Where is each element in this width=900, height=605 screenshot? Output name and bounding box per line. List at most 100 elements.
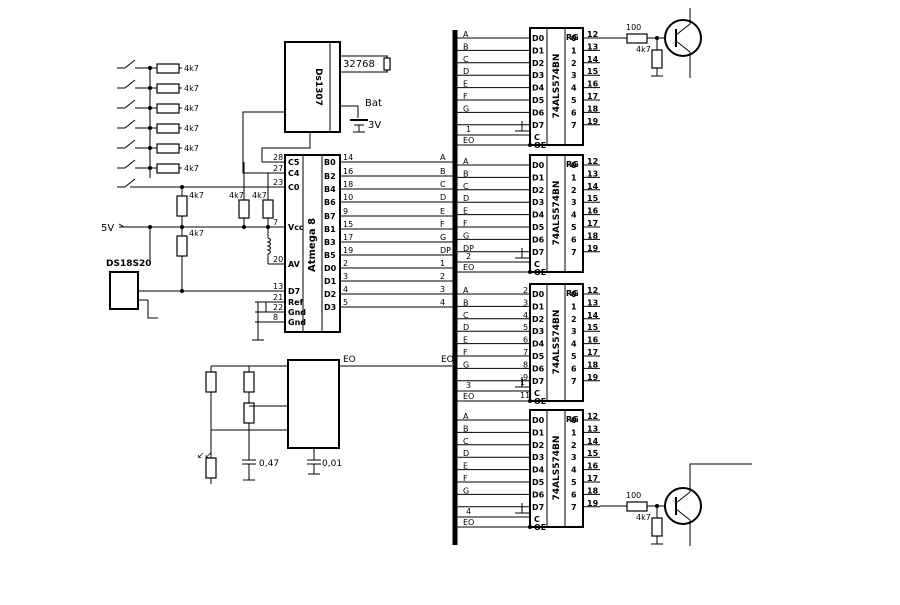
atmega-pin-num: 28 [273, 153, 283, 162]
latch-oe-label: OE [534, 523, 546, 532]
latch-output-pin: 13 [587, 424, 598, 433]
latch-bus-label: F [463, 219, 468, 228]
r-d7-label: 4k7 [189, 229, 204, 238]
latch-rg-label: RG [566, 33, 579, 42]
latch-output-pin: 14 [587, 311, 599, 320]
atmega-pin-num: 2 [343, 259, 348, 268]
r-c5-label: 4k7 [229, 191, 244, 200]
latch-bus-label: D [463, 67, 469, 76]
pullup-label: 4k7 [184, 144, 199, 153]
bus-wire-label: 3 [440, 285, 445, 294]
latch-output-pin: 18 [587, 104, 599, 113]
junction-dot [528, 525, 532, 529]
analog-circuit: EO EO ↙↙ 0,47 0,01 [197, 355, 454, 484]
atmega-pin-name: Gnd [288, 308, 306, 317]
latch-output-name: 0 [571, 161, 577, 170]
junction-dot [528, 399, 532, 403]
switch-contact [124, 159, 136, 169]
latch-bus-label: A [463, 412, 469, 421]
ref-gnd [252, 301, 285, 341]
latch-bus-label: B [463, 169, 469, 178]
latch-input-name: D3 [532, 327, 544, 336]
latch-input-name: D3 [532, 453, 544, 462]
latch-body [529, 409, 584, 528]
atmega-pins: 28C527C423C07Vcc20AV13D721Ref22Gnd8GndB0… [273, 153, 353, 327]
latch-bus-label: E [463, 207, 468, 216]
latch-bus-label: E [463, 336, 468, 345]
latch-output-name: 4 [571, 466, 577, 475]
crystal-32768: 32768 [340, 55, 391, 73]
junction-dot [148, 66, 152, 70]
latch-bus-label: C [463, 311, 469, 320]
latch-output-pin: 17 [587, 474, 598, 483]
latch-output-pin: 12 [587, 286, 598, 295]
latch-bus-label: D [463, 449, 469, 458]
atmega-pin-name: B2 [324, 172, 336, 181]
bus-wire-label: 4 [440, 298, 445, 307]
latch-bus-label: B [463, 42, 469, 51]
atmega-pin-name: B1 [324, 225, 336, 234]
bus-wire-label: E [440, 207, 445, 216]
latch-output-pin: 12 [587, 157, 598, 166]
latch-output-name: 1 [571, 173, 577, 182]
transistor-body [664, 19, 702, 57]
transistor-body [664, 487, 702, 525]
latch-input-name: D7 [532, 121, 544, 130]
latch-output-name: 7 [571, 121, 577, 130]
latch-bus-label: G [463, 486, 469, 495]
latch-input-name: D3 [532, 198, 544, 207]
atmega-pin-name: Ref [288, 298, 304, 307]
latch-clock-label: 1 [466, 125, 471, 134]
atmega-pin-num: 10 [343, 193, 353, 202]
latch-body [529, 154, 584, 273]
latch-bus-label: G [463, 231, 469, 240]
latch-output-pin: 16 [587, 336, 599, 345]
pullup-label: 4k7 [184, 64, 199, 73]
latch-input-pin: 2 [523, 286, 528, 295]
latch-output-pin: 13 [587, 298, 598, 307]
latch-rg-label: RG [566, 160, 579, 169]
latch-output-name: 0 [571, 416, 577, 425]
bus-wire-label: 1 [440, 259, 445, 268]
atmega-pin-num: 27 [273, 164, 283, 173]
latch-bus-label: C [463, 55, 469, 64]
atmega-pin-name: B6 [324, 198, 336, 207]
latch-output-pin: 19 [587, 117, 599, 126]
pullup-resistor [156, 143, 180, 154]
ds1307-chip: Ds1307 [284, 41, 341, 133]
latch-input-name: D1 [532, 428, 545, 437]
latch-bus-label: D [463, 194, 469, 203]
transistor-collector [675, 23, 691, 36]
atmega-pin-num: 23 [273, 178, 283, 187]
latch-output-pin: 15 [587, 449, 599, 458]
atmega-pin-name: Vcc [288, 223, 304, 232]
latch-extra-pin: 1 [520, 378, 525, 387]
pullup-label: 4k7 [184, 124, 199, 133]
transistor-collector [675, 491, 691, 504]
atmega-pin-num: 8 [273, 313, 278, 322]
base-resistor [626, 501, 648, 512]
latch-output-name: 6 [571, 108, 577, 117]
base-resistor-label: 100 [626, 23, 641, 32]
latch-rg-label: RG [566, 415, 579, 424]
latch-output-pin: 12 [587, 30, 598, 39]
pulldown-label: 4k7 [636, 45, 651, 54]
latch-input-name: D1 [532, 173, 545, 182]
r-c0-label: 4k7 [189, 191, 204, 200]
latch-output-name: 2 [571, 186, 577, 195]
latch-output-name: 3 [571, 71, 577, 80]
latch-bus-label: G [463, 104, 469, 113]
latch-input-name: D0 [532, 161, 545, 170]
atmega-pin-num: 7 [273, 218, 278, 227]
latch-input-name: D1 [532, 46, 545, 55]
latch-bus-label: B [463, 298, 469, 307]
latch-input-pin: 5 [523, 323, 528, 332]
atmega-pin-name: B0 [324, 158, 336, 167]
transistor-stage: 100 4k7 [600, 8, 702, 78]
latch-output-pin: 12 [587, 412, 598, 421]
transistor-emitter [675, 508, 691, 521]
latch-oe-label: OE [534, 397, 546, 406]
pullup-label: 4k7 [184, 84, 199, 93]
